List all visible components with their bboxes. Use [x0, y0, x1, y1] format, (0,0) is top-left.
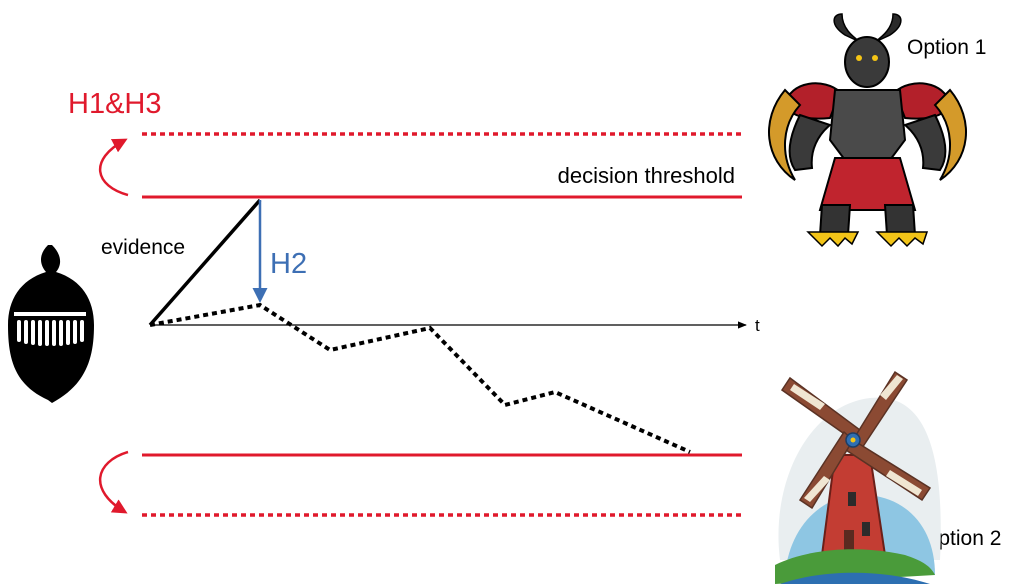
demon-monster-icon: [768, 13, 967, 248]
windmill-icon: [775, 370, 941, 584]
time-axis-label: t: [755, 316, 760, 335]
hypothesis-middle-label: H2: [270, 248, 307, 280]
option-bottom-label: Option 2: [922, 527, 1001, 550]
evidence-line: [148, 198, 262, 327]
lower-curved-arrow: [98, 450, 129, 514]
upper-curved-arrow: [98, 138, 129, 197]
knight-helmet-icon: [8, 245, 94, 403]
option-top-label: Option 1: [907, 36, 986, 59]
evidence-label: evidence: [101, 236, 185, 259]
threshold-label: decision threshold: [558, 163, 735, 188]
hypothesis-top-label: H1&H3: [68, 88, 162, 120]
evidence-dotted-trajectory: [149, 302, 691, 454]
